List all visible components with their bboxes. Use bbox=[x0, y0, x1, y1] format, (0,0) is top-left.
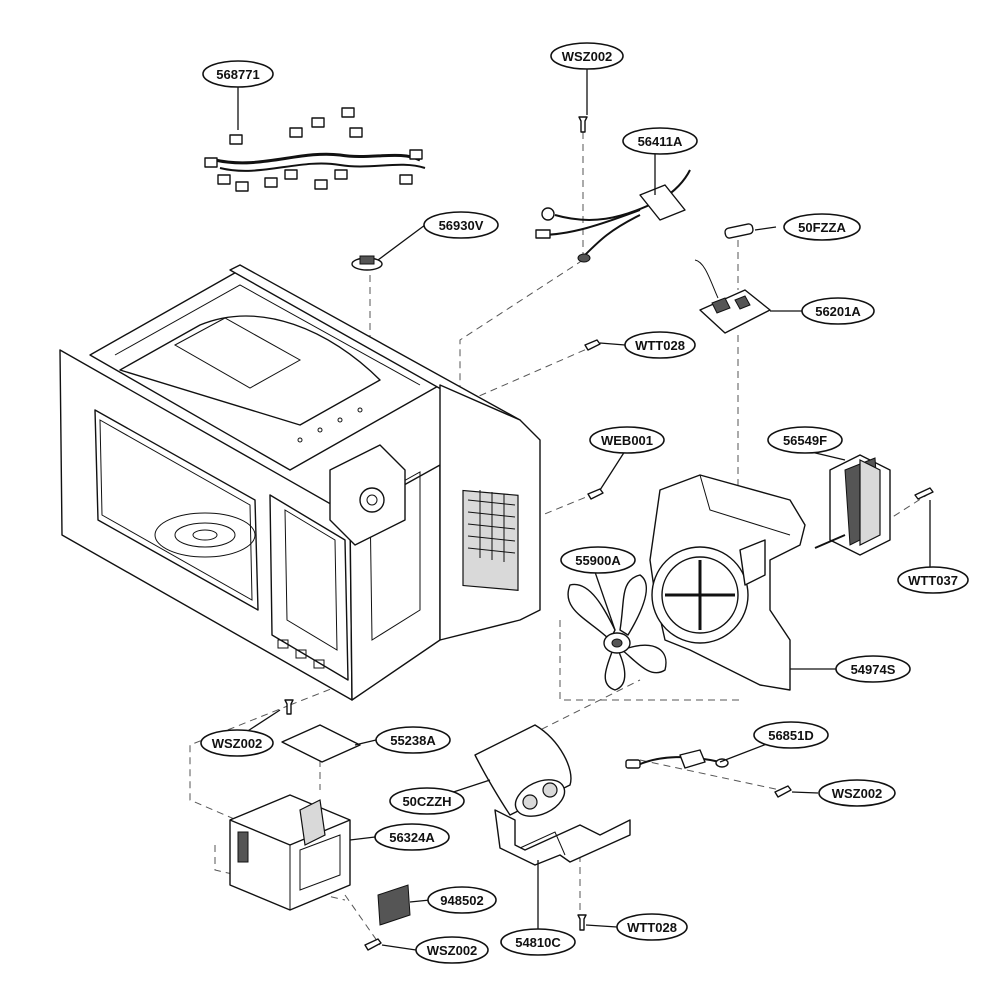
label-56201a: 56201A bbox=[815, 304, 861, 319]
screw-wsz002-right bbox=[774, 785, 792, 798]
label-wsz002-bottom: WSZ002 bbox=[427, 943, 478, 958]
callout-56851d: 56851D bbox=[753, 721, 829, 749]
label-54974s: 54974S bbox=[851, 662, 896, 677]
callout-948502: 948502 bbox=[427, 886, 497, 914]
screw-web001 bbox=[587, 488, 604, 500]
label-wsz002-top: WSZ002 bbox=[562, 49, 613, 64]
label-55238a: 55238A bbox=[390, 733, 436, 748]
callout-56324a: 56324A bbox=[374, 823, 450, 851]
magnetron bbox=[229, 794, 351, 911]
callout-50fzza: 50FZZA bbox=[783, 213, 861, 241]
ferrite-block bbox=[377, 884, 411, 926]
label-wsz002-right: WSZ002 bbox=[832, 786, 883, 801]
callout-56201a: 56201A bbox=[801, 297, 875, 325]
fan-motor bbox=[814, 454, 891, 556]
callout-56411a: 56411A bbox=[622, 127, 698, 155]
callout-50czzh: 50CZZH bbox=[389, 787, 465, 815]
noise-filter-board bbox=[694, 259, 771, 334]
wire-harness bbox=[204, 107, 426, 192]
callout-54810c: 54810C bbox=[500, 928, 576, 956]
label-wsz002-left: WSZ002 bbox=[212, 736, 263, 751]
callout-54974s: 54974S bbox=[835, 655, 911, 683]
callout-wtt028-top: WTT028 bbox=[624, 331, 696, 359]
callout-wsz002-bottom: WSZ002 bbox=[415, 936, 489, 964]
callout-web001: WEB001 bbox=[589, 426, 665, 454]
label-948502: 948502 bbox=[440, 893, 483, 908]
connector-assembly bbox=[535, 169, 691, 263]
fuse bbox=[724, 223, 754, 239]
callout-wsz002-top: WSZ002 bbox=[550, 42, 624, 70]
screw-wsz002-left bbox=[284, 699, 294, 715]
oven-cavity bbox=[59, 264, 541, 701]
screw-wtt028-bottom bbox=[577, 914, 587, 931]
callout-55238a: 55238A bbox=[375, 726, 451, 754]
callout-labels: 568771 WSZ002 56411A 56930V 50FZZA 56201… bbox=[200, 42, 969, 964]
label-54810c: 54810C bbox=[515, 935, 561, 950]
callout-wtt037: WTT037 bbox=[897, 566, 969, 594]
screw-wsz002-bottom bbox=[364, 938, 382, 951]
wire-56851d bbox=[625, 749, 729, 769]
vent-grille bbox=[467, 490, 516, 562]
fan-housing bbox=[649, 474, 806, 691]
capacitor bbox=[474, 724, 572, 817]
screw-wtt028-top bbox=[584, 339, 601, 351]
label-56851d: 56851D bbox=[768, 728, 814, 743]
callout-wsz002-left: WSZ002 bbox=[200, 729, 274, 757]
cover-plate bbox=[281, 724, 361, 763]
label-wtt037: WTT037 bbox=[908, 573, 958, 588]
label-50fzza: 50FZZA bbox=[798, 220, 846, 235]
label-56324a: 56324A bbox=[389, 830, 435, 845]
label-568771: 568771 bbox=[216, 67, 259, 82]
callout-wsz002-right: WSZ002 bbox=[818, 779, 896, 807]
callout-wtt028-bottom: WTT028 bbox=[616, 913, 688, 941]
screw-wtt037 bbox=[914, 487, 934, 500]
leader-lines bbox=[236, 68, 931, 951]
label-wtt028-top: WTT028 bbox=[635, 338, 685, 353]
fan-blade bbox=[567, 574, 667, 691]
label-55900a: 55900A bbox=[575, 553, 621, 568]
label-56930v: 56930V bbox=[439, 218, 484, 233]
capacitor-bracket bbox=[494, 809, 631, 866]
label-56411a: 56411A bbox=[638, 134, 683, 149]
callout-56930v: 56930V bbox=[423, 211, 499, 239]
label-56549f: 56549F bbox=[783, 433, 827, 448]
thermostat bbox=[351, 255, 383, 271]
label-50czzh: 50CZZH bbox=[402, 794, 451, 809]
label-wtt028-bottom: WTT028 bbox=[627, 920, 677, 935]
callout-55900a: 55900A bbox=[560, 546, 636, 574]
screw-top bbox=[578, 116, 588, 133]
callout-56549f: 56549F bbox=[767, 426, 843, 454]
callout-568771: 568771 bbox=[202, 60, 274, 88]
label-web001: WEB001 bbox=[601, 433, 653, 448]
